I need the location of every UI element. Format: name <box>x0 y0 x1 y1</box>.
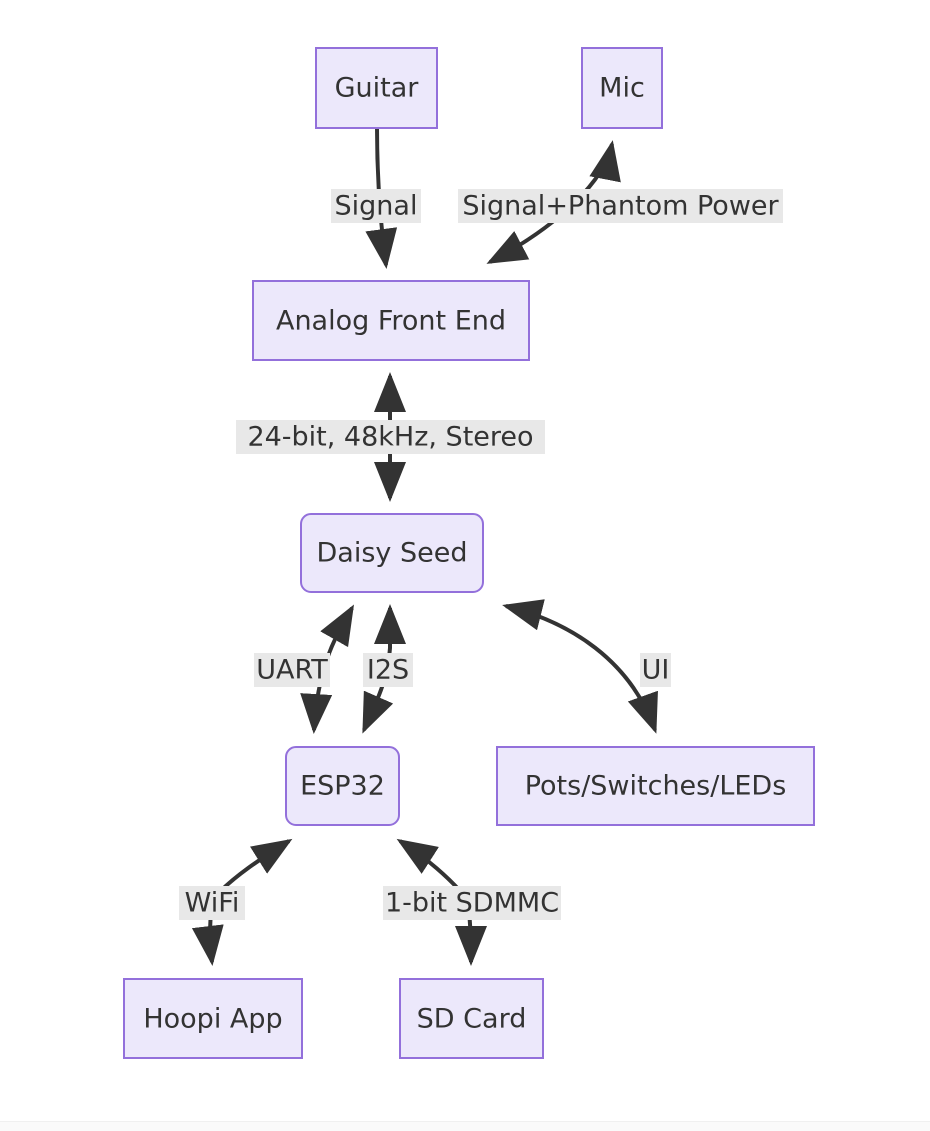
node-mic[interactable]: Mic <box>581 47 663 129</box>
node-esp32-shape[interactable] <box>285 746 400 826</box>
node-analog-front-end-shape[interactable] <box>252 280 530 361</box>
edge-label-uart-bg <box>254 653 330 687</box>
edge-label-i2s-text: I2S <box>367 655 409 686</box>
edge-label-signal-phantom-power: Signal+Phantom Power <box>458 189 783 223</box>
node-hoopi-app-shape[interactable] <box>123 978 303 1059</box>
edge-label-audio-format-text: 24-bit, 48kHz, Stereo <box>247 422 533 453</box>
node-guitar-label: Guitar <box>335 73 420 104</box>
edge-label-signal: Signal <box>331 189 421 223</box>
node-pots-switches-leds-shape[interactable] <box>496 746 815 826</box>
edge-label-uart-text: UART <box>256 655 328 686</box>
node-daisy-seed[interactable]: Daisy Seed <box>300 513 484 593</box>
edge-label-sdmmc-bg <box>383 886 561 920</box>
edge-daisy-esp32-i2s <box>362 604 406 734</box>
edge-label-i2s: I2S <box>363 653 413 687</box>
node-sd-card[interactable]: SD Card <box>399 978 544 1059</box>
node-analog-front-end-label: Analog Front End <box>276 306 506 337</box>
edge-label-signal-text: Signal <box>335 191 418 222</box>
edge-label-ui-text: UI <box>642 655 670 686</box>
page-bottom-divider <box>0 1121 930 1131</box>
node-mic-shape[interactable] <box>581 47 663 129</box>
edge-labels-layer: Signal Signal+Phantom Power 24-bit, 48kH… <box>179 189 783 920</box>
node-pots-switches-leds-label: Pots/Switches/LEDs <box>525 771 787 802</box>
edge-label-signal-phantom-power-text: Signal+Phantom Power <box>462 191 779 222</box>
edge-label-audio-format-bg <box>236 420 545 454</box>
edge-label-sdmmc: 1-bit SDMMC <box>383 886 561 920</box>
node-hoopi-app-label: Hoopi App <box>143 1004 282 1035</box>
edge-label-signal-bg <box>331 189 421 223</box>
node-hoopi-app[interactable]: Hoopi App <box>123 978 303 1059</box>
edge-label-i2s-bg <box>363 653 413 687</box>
edge-label-uart: UART <box>254 653 330 687</box>
node-esp32[interactable]: ESP32 <box>285 746 400 826</box>
node-esp32-label: ESP32 <box>300 771 385 802</box>
edge-label-wifi: WiFi <box>179 886 245 920</box>
node-pots-switches-leds[interactable]: Pots/Switches/LEDs <box>496 746 815 826</box>
edge-label-audio-format: 24-bit, 48kHz, Stereo <box>236 420 545 454</box>
edge-label-ui: UI <box>640 653 671 687</box>
edge-label-sdmmc-text: 1-bit SDMMC <box>385 888 559 919</box>
node-guitar[interactable]: Guitar <box>315 47 438 129</box>
edge-label-ui-bg <box>640 653 671 687</box>
node-analog-front-end[interactable]: Analog Front End <box>252 280 530 361</box>
edge-label-wifi-bg <box>179 886 245 920</box>
edge-label-signal-phantom-power-bg <box>458 189 783 223</box>
node-guitar-shape[interactable] <box>315 47 438 129</box>
node-sd-card-label: SD Card <box>417 1004 527 1035</box>
node-mic-label: Mic <box>599 73 645 104</box>
edge-label-wifi-text: WiFi <box>185 888 240 919</box>
edge-daisy-ui <box>502 599 658 734</box>
node-daisy-seed-label: Daisy Seed <box>317 538 468 569</box>
node-sd-card-shape[interactable] <box>399 978 544 1059</box>
node-daisy-seed-shape[interactable] <box>300 513 484 593</box>
nodes-layer: Guitar Mic Analog Front End Daisy Seed E… <box>123 47 815 1059</box>
